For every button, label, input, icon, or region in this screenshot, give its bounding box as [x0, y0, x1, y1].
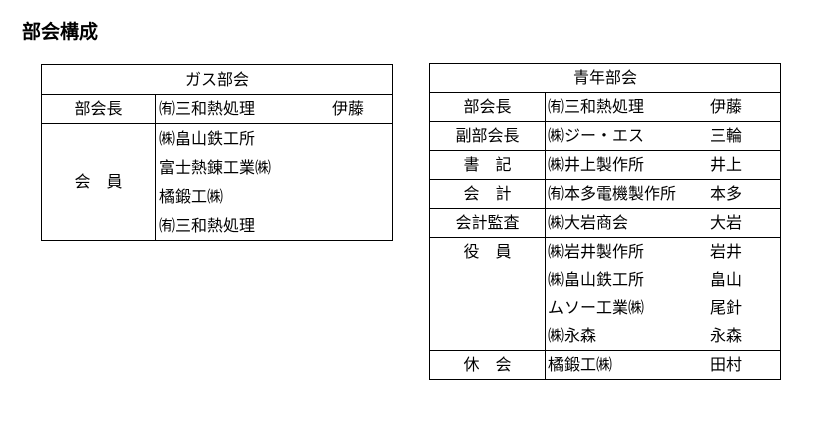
youth-officer-role: 役 員 [429, 237, 546, 351]
list-item: ㈱畠山鉄工所 [159, 129, 256, 148]
table-row: 書 記 ㈱井上製作所 井上 [429, 150, 781, 180]
youth-committee-title: 青年部会 [429, 63, 781, 93]
gas-head-cell: ㈲三和熱処理 伊藤 [155, 94, 393, 124]
youth-person: 本多 [707, 179, 781, 209]
youth-officer-person: 畠山 [707, 266, 781, 294]
page-title: 部会構成 [22, 21, 99, 43]
youth-role: 書 記 [429, 150, 546, 180]
table-row: ㈱畠山鉄工所 畠山 [430, 266, 781, 294]
gas-committee-table: ガス部会 部会長 ㈲三和熱処理 伊藤 会 員 ㈱畠山鉄工所 富士熱錬工業㈱ 橘鍛… [41, 64, 393, 241]
table-row: 会計監査 ㈱大岩商会 大岩 [429, 208, 781, 238]
youth-role: 会 計 [429, 179, 546, 209]
youth-officer-person: 尾針 [707, 294, 781, 322]
youth-officer-person: 永森 [707, 322, 781, 351]
youth-org: ㈱ジー・エス [545, 121, 707, 151]
gas-head-person: 伊藤 [331, 99, 364, 118]
youth-role: 部会長 [429, 92, 546, 122]
list-item: ㈲三和熱処理 [159, 216, 256, 235]
youth-officer-org: ムソー工業㈱ [545, 294, 707, 322]
youth-role: 会計監査 [429, 208, 546, 238]
youth-org: ㈲本多電機製作所 [545, 179, 707, 209]
list-item: 橘鍛工㈱ [159, 187, 224, 206]
gas-head-role: 部会長 [41, 94, 156, 124]
youth-officer-person: 岩井 [707, 237, 781, 266]
youth-person: 大岩 [707, 208, 781, 238]
youth-officer-org: ㈱畠山鉄工所 [545, 266, 707, 294]
youth-org: ㈱井上製作所 [545, 150, 707, 180]
gas-member-role: 会 員 [41, 123, 156, 241]
youth-committee-table: 青年部会 部会長 ㈲三和熱処理 伊藤 副部会長 ㈱ジー・エス 三輪 書 記 ㈱井… [429, 63, 781, 380]
youth-officer-org: ㈱岩井製作所 [545, 237, 707, 266]
youth-leave-person: 田村 [707, 350, 781, 380]
table-row: 副部会長 ㈱ジー・エス 三輪 [429, 121, 781, 151]
youth-org: ㈱大岩商会 [545, 208, 707, 238]
youth-org: ㈲三和熱処理 [545, 92, 707, 122]
list-item: 富士熱錬工業㈱ [159, 158, 272, 177]
gas-head-org: ㈲三和熱処理 [159, 99, 256, 118]
gas-member-list: ㈱畠山鉄工所 富士熱錬工業㈱ 橘鍛工㈱ ㈲三和熱処理 [155, 123, 393, 241]
youth-officer-org: ㈱永森 [545, 322, 707, 351]
table-row: 部会長 ㈲三和熱処理 伊藤 [429, 92, 781, 122]
gas-committee-title: ガス部会 [41, 64, 393, 95]
youth-leave-role: 休 会 [429, 350, 546, 380]
youth-person: 井上 [707, 150, 781, 180]
table-row: 会 計 ㈲本多電機製作所 本多 [429, 179, 781, 209]
table-row: ㈱永森 永森 [430, 322, 781, 351]
youth-role: 副部会長 [429, 121, 546, 151]
table-row: 休 会 橘鍛工㈱ 田村 [429, 350, 781, 380]
youth-person: 三輪 [707, 121, 781, 151]
youth-person: 伊藤 [707, 92, 781, 122]
table-row: ムソー工業㈱ 尾針 [430, 294, 781, 322]
table-row: 役 員 ㈱岩井製作所 岩井 [429, 237, 781, 351]
youth-leave-org: 橘鍛工㈱ [545, 350, 707, 380]
